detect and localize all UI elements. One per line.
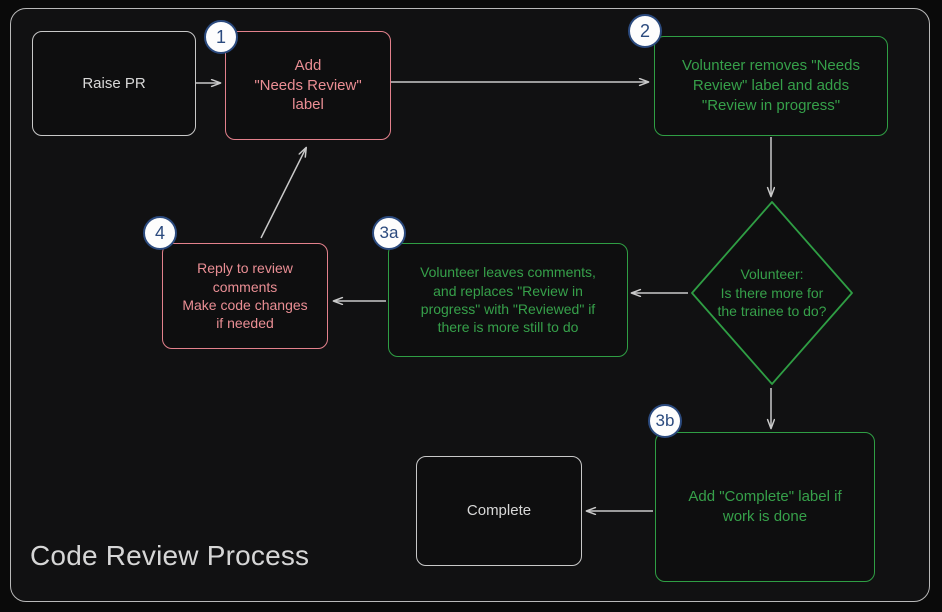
badge-3b: 3b [648,404,682,438]
node-raise-pr[interactable]: Raise PR [32,31,196,136]
badge-1: 1 [204,20,238,54]
node-volunteer-removes-label: Volunteer removes "Needs Review" label a… [682,57,860,114]
node-add-needs-review-label: Add "Needs Review" label [254,56,362,114]
decision-diamond-shape [691,201,853,385]
node-decision-label: Volunteer: Is there more for the trainee… [717,265,827,320]
node-volunteer-comments[interactable]: Volunteer leaves comments, and replaces … [388,243,628,357]
node-reply-to-review[interactable]: Reply to review comments Make code chang… [162,243,328,349]
node-add-complete-label: Add "Complete" label if work is done [688,488,842,525]
badge-2: 2 [628,14,662,48]
diagram-title: Code Review Process [30,540,310,571]
node-volunteer-removes[interactable]: Volunteer removes "Needs Review" label a… [654,36,888,136]
node-decision[interactable]: Volunteer: Is there more for the trainee… [688,198,856,388]
node-add-complete[interactable]: Add "Complete" label if work is done [655,432,875,582]
badge-4: 4 [143,216,177,250]
node-reply-to-review-label: Reply to review comments Make code chang… [182,260,308,332]
node-volunteer-comments-label: Volunteer leaves comments, and replaces … [420,264,596,336]
node-complete[interactable]: Complete [416,456,582,566]
badge-3a: 3a [372,216,406,250]
node-raise-pr-label: Raise PR [82,74,146,92]
node-complete-label: Complete [466,502,532,520]
node-add-needs-review[interactable]: Add "Needs Review" label [225,31,391,140]
